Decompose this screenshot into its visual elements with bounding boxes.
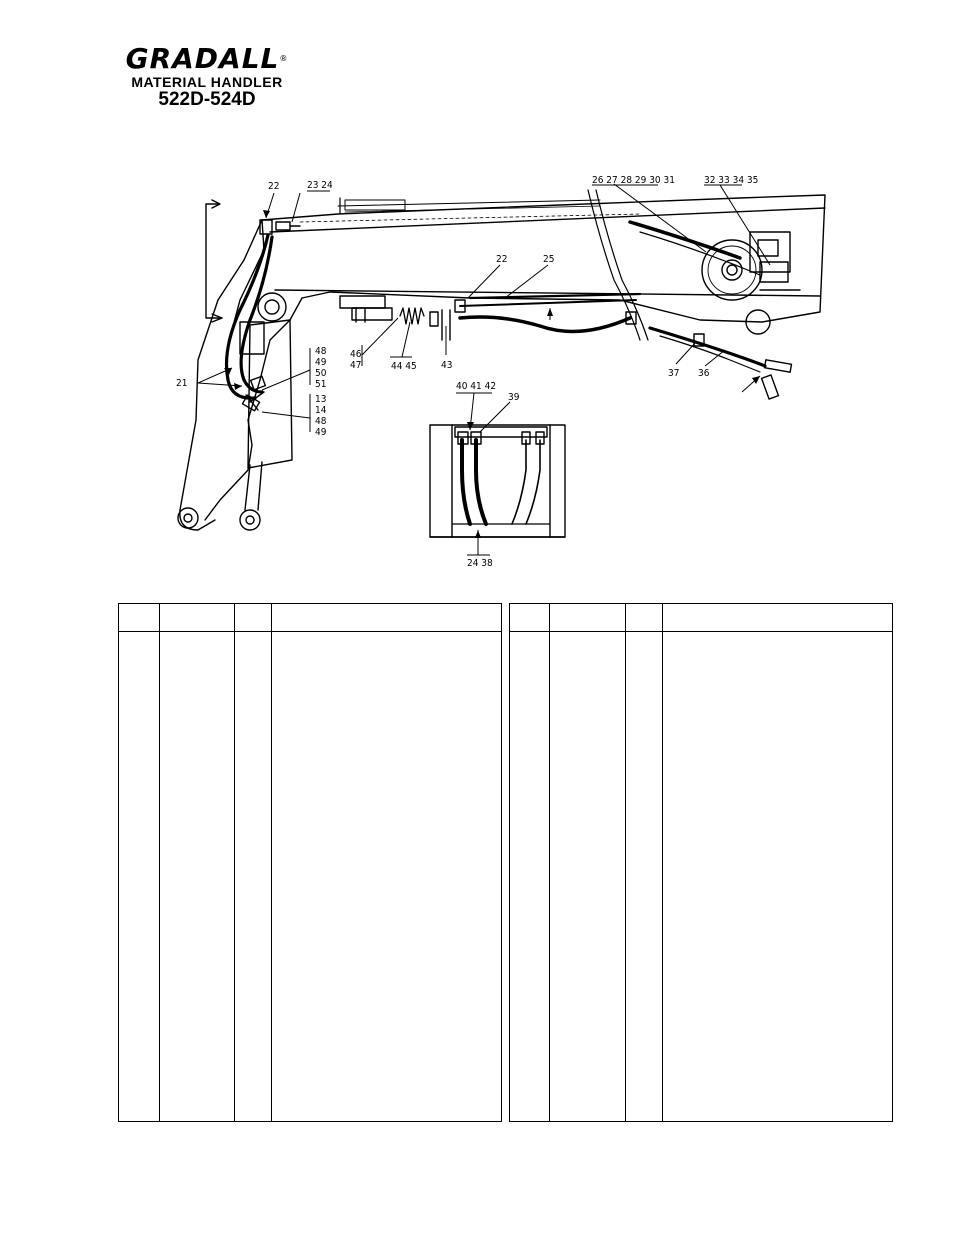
parts-table-right [509,603,893,1122]
callout-24-38: 24 38 [467,558,493,569]
table-column-divider [662,604,663,1121]
callout-22-mid: 22 [496,254,507,265]
gradall-logo: GRADALL® [125,42,289,75]
callout-47: 47 [350,360,361,371]
table-column-divider [625,604,626,1121]
callout-25: 25 [543,254,554,265]
callout-40-42: 40 41 42 [456,381,496,392]
boom-hydraulics-drawing: 22 23 24 26 27 28 29 30 31 32 33 34 35 2… [176,175,826,569]
callout-26-31: 26 27 28 29 30 31 [592,175,675,186]
brand-header: GRADALL® MATERIAL HANDLER 522D-524D [112,44,302,110]
callout-13: 13 [315,394,326,405]
callout-14: 14 [315,405,327,416]
table-column-divider [159,604,160,1121]
table-header-rule [119,631,501,632]
callout-36: 36 [698,368,710,379]
callout-39: 39 [508,392,520,403]
callout-49b: 49 [315,427,327,438]
callout-48b: 48 [315,416,327,427]
table-header-rule [510,631,892,632]
callout-37: 37 [668,368,679,379]
callout-51: 51 [315,379,326,390]
callout-22-top: 22 [268,181,279,192]
model-number: 522D-524D [158,89,256,110]
table-column-divider [271,604,272,1121]
table-column-divider [234,604,235,1121]
callout-21: 21 [176,378,187,389]
document-subtitle: MATERIAL HANDLER [131,74,283,90]
callout-46: 46 [350,349,362,360]
callout-32-35: 32 33 34 35 [704,175,758,186]
parts-table-left [118,603,502,1122]
callout-44-45: 44 45 [391,361,417,372]
callout-50: 50 [315,368,327,379]
callout-48a: 48 [315,346,327,357]
callout-23-24: 23 24 [307,180,333,191]
callout-49a: 49 [315,357,327,368]
callout-43: 43 [441,360,452,371]
table-column-divider [549,604,550,1121]
